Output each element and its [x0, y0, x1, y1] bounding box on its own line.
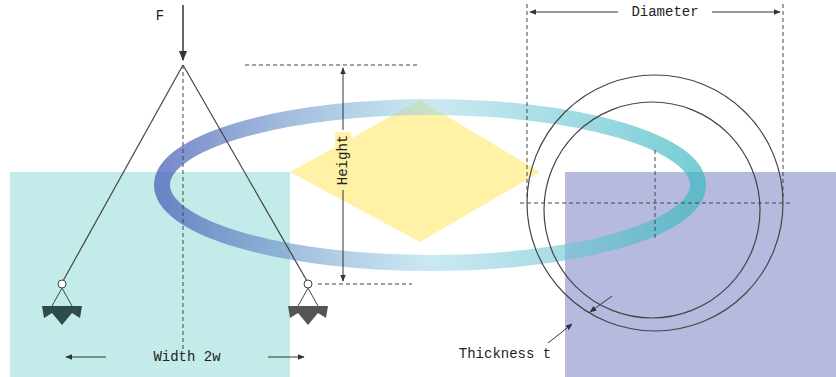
- force-label: F: [153, 8, 167, 24]
- dimension-label: Width 2w: [150, 349, 223, 365]
- pin-joint: [58, 280, 66, 288]
- dimension-label: Diameter: [628, 4, 701, 20]
- dimension-arrow: [268, 357, 304, 358]
- pin-support: [298, 288, 308, 306]
- truss-member: [63, 65, 183, 281]
- yellow-diamond: [290, 100, 540, 242]
- dimension-arrow: [343, 68, 344, 130]
- support-block: [42, 306, 82, 325]
- pin-support: [62, 288, 72, 306]
- centerline: [655, 150, 656, 240]
- swoosh: [162, 107, 698, 263]
- extension-line: [318, 284, 412, 285]
- pin-support: [308, 288, 318, 306]
- leader-arrow: [548, 324, 572, 343]
- dimension-label: Thickness t: [456, 346, 554, 362]
- support-block: [288, 306, 328, 325]
- extension-line: [527, 4, 528, 200]
- pin-support: [52, 288, 62, 306]
- inner-circle: [544, 102, 760, 318]
- pin-joint: [304, 280, 312, 288]
- dimension-arrow: [66, 357, 106, 358]
- extension-line: [245, 65, 420, 66]
- dimension-arrow: [343, 190, 344, 281]
- teal-panel: [10, 172, 290, 377]
- force-arrow: [182, 5, 184, 60]
- truss-member: [183, 65, 307, 281]
- dimension-arrow: [712, 12, 780, 13]
- leader-arrow: [590, 296, 612, 312]
- extension-line: [783, 4, 784, 200]
- dimension-arrow: [530, 12, 618, 13]
- centerline: [183, 65, 184, 362]
- dimension-label: Height: [335, 132, 351, 188]
